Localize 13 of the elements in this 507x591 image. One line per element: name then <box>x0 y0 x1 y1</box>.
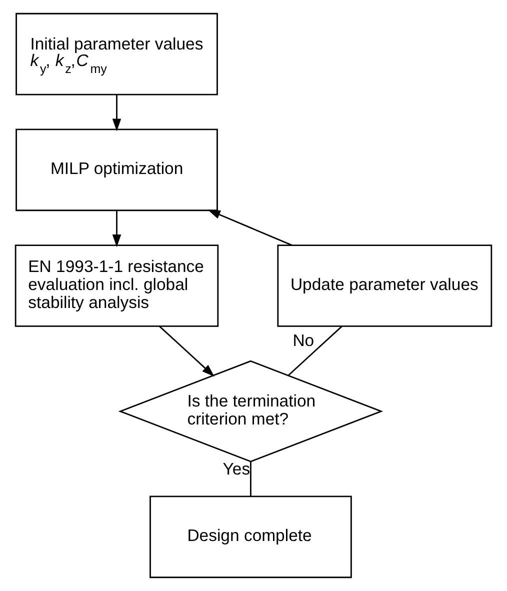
node-box: Initial parameter values k$_{y}$, k$_{z}$,C$_{my}$ <box>16 12 218 96</box>
arrow <box>112 210 122 248</box>
arrow <box>112 95 122 132</box>
node-diamond: Is the termination criterion met? <box>118 360 384 462</box>
arrow <box>159 326 214 377</box>
node-box: MILP optimization <box>16 128 218 212</box>
connector <box>288 326 342 376</box>
node-box: Update parameter values <box>277 244 492 327</box>
connector <box>250 462 252 496</box>
node-box: Design complete <box>150 496 352 578</box>
arrow <box>208 210 292 246</box>
edge-label: No <box>292 331 314 350</box>
node-box: EN 1993-1-1 resistance evaluation incl. global stability analysis <box>14 244 219 327</box>
